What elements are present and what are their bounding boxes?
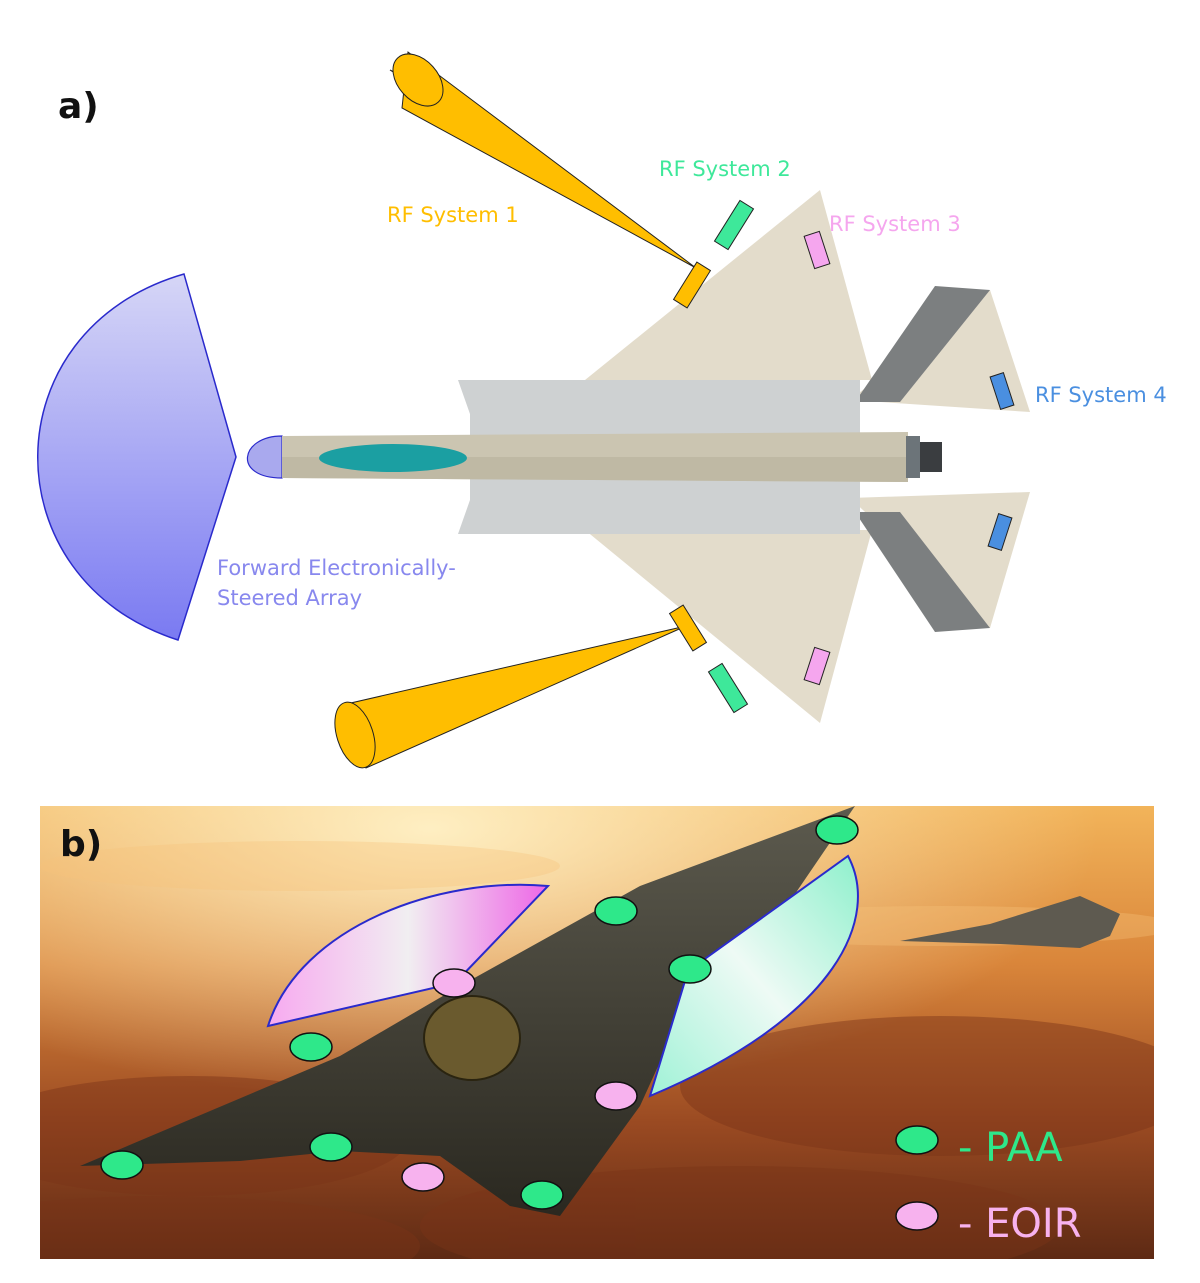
rf-system-1-beam-lower-cone xyxy=(341,625,687,769)
paa-marker xyxy=(594,896,638,926)
panel-b-label: b) xyxy=(60,824,102,865)
rf-system-1-beam-lower-aperture xyxy=(334,701,376,769)
rf-system-1-aperture-upper xyxy=(672,261,712,309)
eoir-beam xyxy=(266,883,551,1028)
paa-markers xyxy=(100,815,859,1210)
fesa-beam xyxy=(37,273,237,641)
legend: - PAA - EOIR xyxy=(895,1125,1082,1247)
legend-eoir-label: - EOIR xyxy=(958,1201,1082,1247)
fesa-nose-emitter xyxy=(246,435,283,479)
panel-a-label: a) xyxy=(58,86,99,127)
rf-system-4-label: RF System 4 xyxy=(1035,383,1167,407)
paa-marker xyxy=(100,1150,144,1180)
paa-marker xyxy=(668,954,712,984)
panel-a-diagram: a) RF Sys xyxy=(37,51,1167,769)
rf-system-3-aperture-upper xyxy=(803,230,831,270)
eoir-marker xyxy=(594,1081,638,1111)
rf-system-4-aperture-lower xyxy=(987,513,1013,551)
eoir-marker xyxy=(401,1162,445,1192)
fesa-label-line1: Forward Electronically- xyxy=(217,556,456,580)
paa-marker xyxy=(289,1032,333,1062)
rf-system-4-aperture-upper xyxy=(989,372,1015,410)
rf-system-2-aperture-lower xyxy=(707,662,749,714)
rf-system-1-label: RF System 1 xyxy=(387,203,519,227)
distant-aircraft xyxy=(900,896,1120,948)
rf-system-3-aperture-lower xyxy=(803,646,831,686)
paa-marker xyxy=(815,815,859,845)
rf-system-1-beam-upper-aperture xyxy=(392,53,444,107)
jet-canopy xyxy=(423,995,521,1081)
rf-system-1-aperture-lower xyxy=(668,604,708,652)
legend-eoir-swatch xyxy=(895,1201,939,1231)
rf-system-1-beam-upper-cone xyxy=(401,51,697,269)
eoir-marker xyxy=(432,968,476,998)
legend-paa-swatch xyxy=(895,1125,939,1155)
paa-beam xyxy=(648,854,859,1098)
legend-paa-label: - PAA xyxy=(958,1125,1063,1171)
fesa-label-line2: Steered Array xyxy=(217,586,362,610)
paa-marker xyxy=(520,1180,564,1210)
aircraft-top-view xyxy=(282,190,1030,723)
paa-marker xyxy=(309,1132,353,1162)
rf-system-2-aperture-upper xyxy=(713,199,755,251)
eoir-markers xyxy=(401,968,638,1192)
rf-system-3-label: RF System 3 xyxy=(829,212,961,236)
rf-system-2-label: RF System 2 xyxy=(659,157,791,181)
panel-b-diagram: b) - PAA - EOIR xyxy=(40,806,1154,1259)
